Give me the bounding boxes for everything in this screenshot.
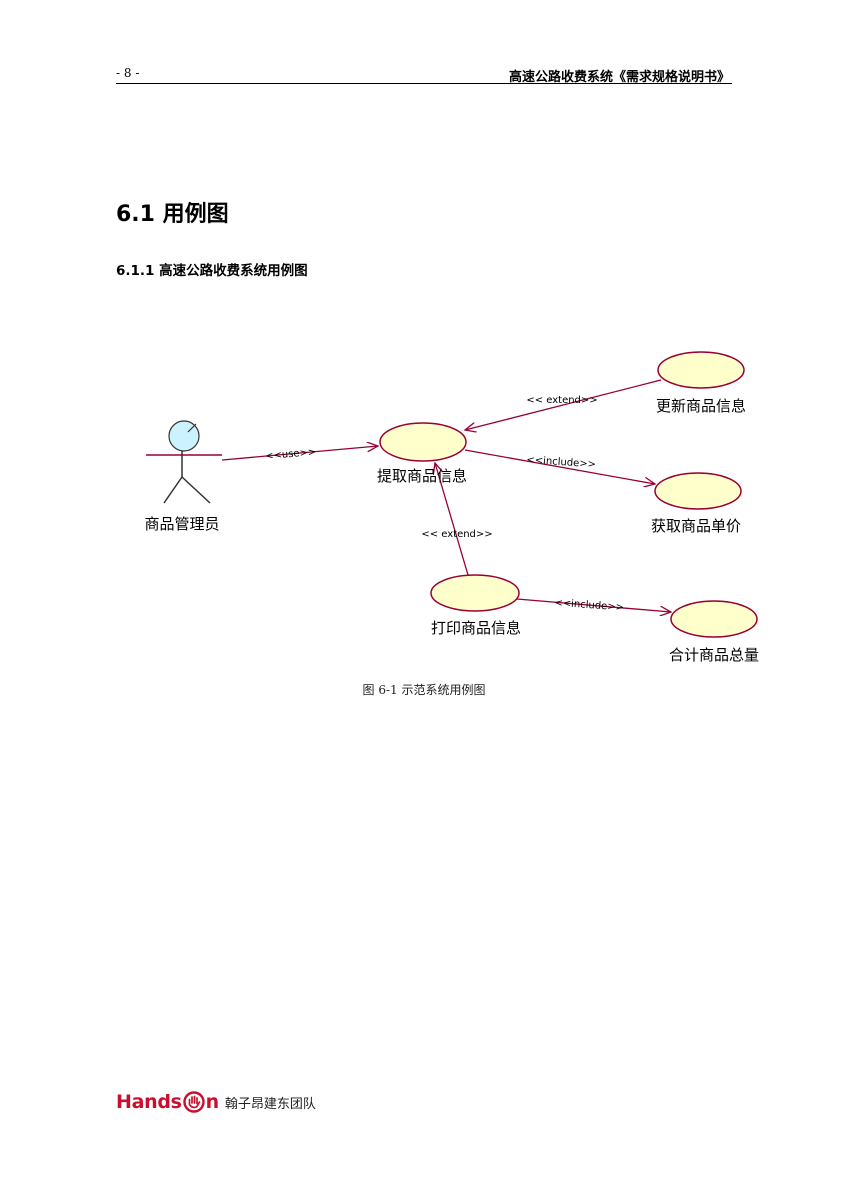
page-number: - 8 - [116, 66, 140, 80]
stereotype-include-price: <<include>> [526, 455, 596, 471]
usecase-fetch-label: 提取商品信息 [377, 467, 467, 485]
usecase-fetch [379, 422, 467, 462]
handson-logo: Hands n [116, 1091, 219, 1113]
usecase-update-label: 更新商品信息 [656, 397, 746, 415]
logo-text-right: n [205, 1091, 220, 1113]
logo-text-left: Hands [116, 1091, 182, 1113]
relation-include-total [516, 598, 671, 612]
use-case-diagram: 商品管理员 <<use>> << extend>> <<include>> <<… [144, 351, 759, 664]
usecase-print [430, 574, 520, 612]
figure-caption: 图 6-1 示范系统用例图 [362, 683, 486, 697]
stereotype-extend-print: << extend>> [421, 529, 492, 540]
relation-use [221, 446, 378, 461]
actor-label: 商品管理员 [144, 515, 219, 533]
stereotype-extend-update: << extend>> [526, 395, 597, 406]
hand-in-circle-icon [182, 1091, 205, 1113]
usecase-print-label: 打印商品信息 [431, 619, 521, 637]
stereotype-use: <<use>> [265, 447, 317, 462]
footer: Hands n 翰子昂建东团队 [116, 1091, 316, 1113]
relation-extend-update [465, 379, 662, 430]
subsection-title: 6.1.1 高速公路收费系统用例图 [116, 263, 308, 279]
actor-figure [146, 420, 222, 504]
usecase-total [670, 600, 758, 638]
team-name: 翰子昂建东团队 [224, 1096, 316, 1112]
stereotype-include-total: <<include>> [554, 598, 624, 614]
usecase-get-price-label: 获取商品单价 [651, 517, 741, 535]
relation-extend-print [435, 463, 469, 576]
usecase-total-label: 合计商品总量 [669, 646, 759, 664]
document-title: 高速公路收费系统《需求规格说明书》 [508, 70, 730, 85]
section-title: 6.1 用例图 [116, 202, 229, 227]
usecase-update [657, 351, 745, 389]
relation-include-price [464, 449, 655, 484]
header-rule [116, 83, 732, 84]
usecase-get-price [654, 472, 742, 510]
